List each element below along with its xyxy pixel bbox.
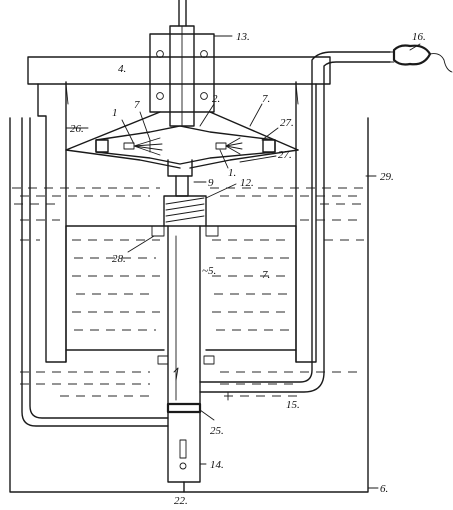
label-16: 16. [412,31,426,43]
return-pipe-outer [311,51,391,85]
spray-fan-left [133,137,163,156]
plug-prong [383,51,395,63]
label-12: 12. [240,177,254,189]
top-clamp-right [205,225,219,237]
hood-slant-right [295,83,299,105]
hub [167,159,193,177]
arm-end-right [262,139,276,153]
bottom-clamp-left [157,355,169,365]
label-26: 26. [70,123,84,135]
label-27a: 27. [280,117,294,129]
label-1a: 1 [112,107,118,119]
label-7c: 7. [262,269,270,281]
cover-hood [37,81,67,363]
arm-end-left [95,139,109,153]
arm-slot-left [123,142,135,150]
plug-cord [429,53,453,73]
flow-arrow [173,367,179,381]
shaft-top [178,0,187,27]
top-plate [27,56,331,85]
label-1b: 1. [228,167,236,179]
bottom-clamp-right [203,355,215,365]
central-tube [167,225,201,483]
label-22: 22. [174,495,188,507]
label-4: 4. [118,63,126,75]
drain-hole [179,462,187,470]
bolt [200,92,208,100]
hub-neck [175,175,189,197]
bolt [156,92,164,100]
bolt [200,50,208,58]
return-pipe-inner [323,61,391,85]
hood-slant-left [65,83,69,105]
label-5: ~5. [202,265,216,277]
cone-lower [65,149,299,169]
inner-liquid [20,219,364,397]
leader-lines [65,35,421,489]
cover-hood-right [295,81,317,363]
inner-vessel [65,225,297,363]
outer-tank [9,117,369,493]
label-27b: 27. [278,149,292,161]
label-7a: 7 [134,99,140,111]
label-14: 14. [210,459,224,471]
helical-screw [165,197,205,223]
label-13: 13. [236,31,250,43]
label-9: 9 [208,177,214,189]
arm-slot-right [215,142,227,150]
label-2: 2. [212,93,220,105]
label-15: 15. [286,399,300,411]
bolt [156,50,164,58]
spray-fan-right [225,137,243,155]
return-pipe-down [199,83,325,393]
drain-slot [179,439,187,459]
cone-upper [65,111,299,151]
left-pipe [21,117,169,427]
label-28: 28. [112,253,126,265]
label-7b: 7. [262,93,270,105]
label-25: 25. [210,425,224,437]
top-clamp-left [151,225,165,237]
label-6: 6. [380,483,388,495]
label-29: 29. [380,171,394,183]
tube-collar [163,195,207,227]
filter-band [166,402,202,414]
